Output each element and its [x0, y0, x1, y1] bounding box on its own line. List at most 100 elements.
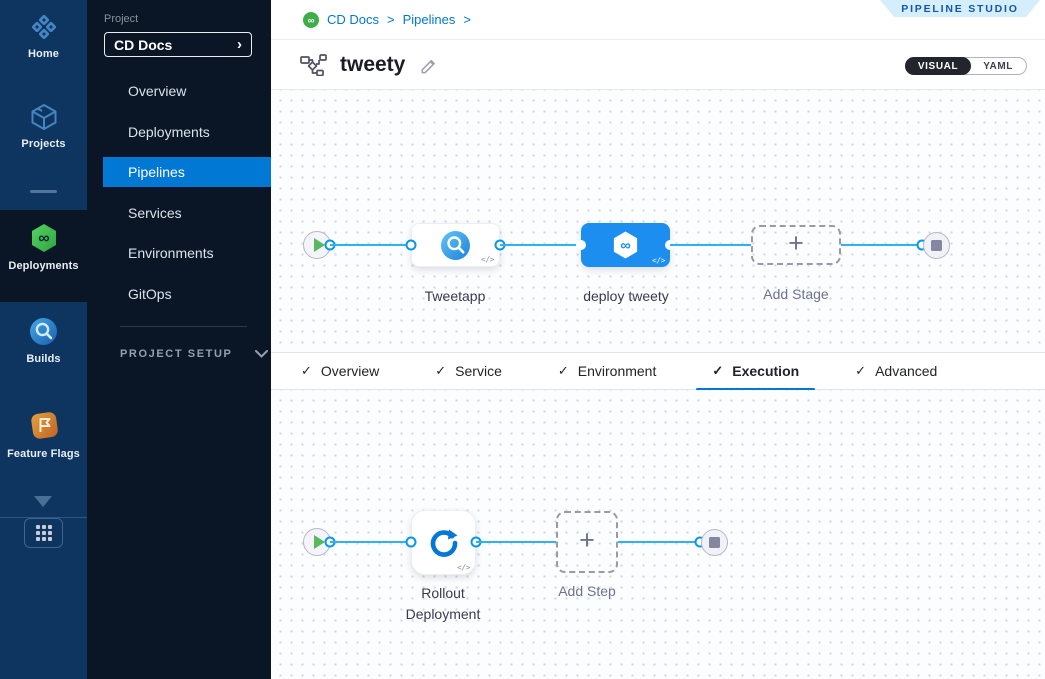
pipeline-name: tweety	[340, 52, 406, 76]
svg-text:∞: ∞	[620, 238, 630, 254]
breadcrumb-link-project[interactable]: CD Docs	[327, 12, 380, 27]
project-name: CD Docs	[114, 36, 173, 53]
connector-line	[670, 244, 751, 246]
project-selector[interactable]: CD Docs ›	[104, 32, 252, 57]
rail-label-feature-flags: Feature Flags	[7, 448, 80, 460]
main-content: ∞ CD Docs > Pipelines > PIPELINE STUDIO	[271, 0, 1045, 679]
pipeline-end-node	[923, 232, 950, 259]
code-badge: </>	[652, 256, 665, 265]
rail-item-home[interactable]: Home	[0, 12, 87, 60]
cd-module-icon: ∞	[303, 11, 319, 28]
check-icon: ✓	[301, 363, 312, 378]
deployments-icon: ∞	[31, 224, 56, 252]
plus-icon: +	[788, 228, 804, 258]
play-icon	[313, 238, 325, 252]
tab-label: Overview	[320, 363, 380, 379]
edit-pencil-icon[interactable]	[418, 55, 437, 74]
play-icon	[313, 535, 325, 549]
rail-bottom-divider	[0, 517, 87, 518]
tab-overview[interactable]: ✓ Overview	[285, 352, 395, 390]
check-icon: ✓	[855, 363, 867, 378]
sidebar-item-services[interactable]: Services	[128, 205, 182, 221]
pipeline-start-node	[303, 231, 331, 259]
toggle-yaml[interactable]: YAML	[983, 60, 1013, 72]
tab-service[interactable]: ✓ Service	[419, 352, 518, 390]
cd-stage-icon: ∞	[613, 231, 638, 259]
project-sidebar: Project CD Docs › Overview Deployments P…	[87, 0, 271, 679]
visual-yaml-toggle: VISUAL YAML	[904, 57, 1027, 75]
module-picker-button[interactable]	[24, 518, 63, 548]
tab-environment[interactable]: ✓ Environment	[542, 352, 673, 390]
pipeline-graph-icon	[300, 53, 327, 76]
stage-node-deploy-tweety[interactable]: ∞ </>	[581, 223, 670, 267]
tab-execution[interactable]: ✓ Execution	[696, 352, 815, 391]
grid-icon	[35, 525, 52, 541]
add-stage-button[interactable]: +	[751, 225, 841, 265]
svg-text:∞: ∞	[308, 15, 315, 26]
connector-port	[405, 239, 417, 251]
execution-end-node	[701, 529, 728, 556]
stage-label-tweetapp: Tweetapp	[424, 288, 486, 304]
add-step-button[interactable]: +	[556, 511, 618, 573]
code-badge: </>	[457, 563, 470, 572]
check-icon: ✓	[557, 363, 569, 378]
tab-label: Advanced	[875, 363, 938, 379]
rail-item-projects[interactable]: Projects	[0, 102, 87, 150]
toggle-visual[interactable]: VISUAL	[904, 57, 972, 75]
tab-label: Environment	[577, 363, 657, 379]
svg-text:∞: ∞	[38, 230, 49, 247]
pipeline-studio-badge: PIPELINE STUDIO	[880, 0, 1040, 17]
connector-line	[330, 244, 411, 246]
add-stage-label: Add Stage	[763, 286, 829, 302]
add-step-label: Add Step	[558, 583, 616, 599]
stop-icon	[931, 240, 942, 251]
home-icon	[31, 15, 56, 39]
projects-cube-icon	[31, 104, 56, 130]
rail-label-builds: Builds	[26, 353, 61, 365]
rail-item-feature-flags[interactable]: Feature Flags	[0, 408, 87, 460]
code-badge: </>	[481, 255, 494, 264]
rail-label-home: Home	[28, 48, 59, 60]
check-icon: ✓	[435, 363, 447, 378]
rail-label-projects: Projects	[21, 138, 66, 150]
sidebar-item-pipelines[interactable]: Pipelines	[103, 157, 271, 187]
builds-icon	[30, 318, 57, 345]
step-label-rollout-deployment: Rollout Deployment	[405, 585, 481, 622]
breadcrumb-separator: >	[463, 12, 471, 27]
chevron-down-icon	[254, 350, 268, 358]
connector-line	[476, 541, 556, 543]
connector-port	[576, 240, 586, 250]
sidebar-item-environments[interactable]: Environments	[128, 245, 214, 261]
stage-config-tabs: ✓ Overview ✓ Service ✓ Environment ✓ Exe…	[271, 352, 1045, 391]
project-setup-label: PROJECT SETUP	[120, 348, 233, 360]
step-node-rollout-deployment[interactable]: </>	[411, 510, 476, 575]
rail-item-deployments[interactable]: ∞ Deployments	[0, 222, 87, 272]
stage-node-tweetapp[interactable]: </>	[411, 223, 500, 267]
project-label: Project	[104, 13, 139, 25]
feature-flags-icon	[30, 412, 58, 439]
execution-canvas[interactable]: </> + Rollout Deployment Add Step	[271, 390, 1045, 679]
rail-collapse-chevron-icon[interactable]	[34, 496, 52, 507]
chevron-right-icon: ›	[237, 36, 242, 53]
rail-divider-dash	[30, 190, 57, 193]
sidebar-item-gitops[interactable]: GitOps	[128, 286, 172, 302]
rail-label-deployments: Deployments	[8, 260, 79, 272]
project-setup-toggle[interactable]: PROJECT SETUP	[120, 348, 268, 360]
tab-advanced[interactable]: ✓ Advanced	[839, 352, 953, 390]
tab-label: Execution	[732, 363, 800, 379]
stage-label-deploy-tweety: deploy tweety	[583, 288, 669, 304]
connector-line	[841, 244, 922, 246]
connector-line	[500, 244, 581, 246]
stage-canvas[interactable]: </> ∞ </> + Tweetapp	[271, 90, 1045, 352]
rail-item-builds[interactable]: Builds	[0, 316, 87, 365]
sidebar-item-deployments[interactable]: Deployments	[128, 124, 210, 140]
ci-stage-icon	[441, 230, 470, 260]
rollout-deployment-icon	[430, 529, 457, 557]
sidebar-item-overview[interactable]: Overview	[128, 83, 187, 99]
stop-icon	[709, 537, 720, 548]
plus-icon: +	[579, 525, 595, 555]
breadcrumb-link-pipelines[interactable]: Pipelines	[402, 12, 456, 27]
breadcrumb-separator: >	[387, 12, 395, 27]
sidebar-divider	[120, 326, 247, 327]
